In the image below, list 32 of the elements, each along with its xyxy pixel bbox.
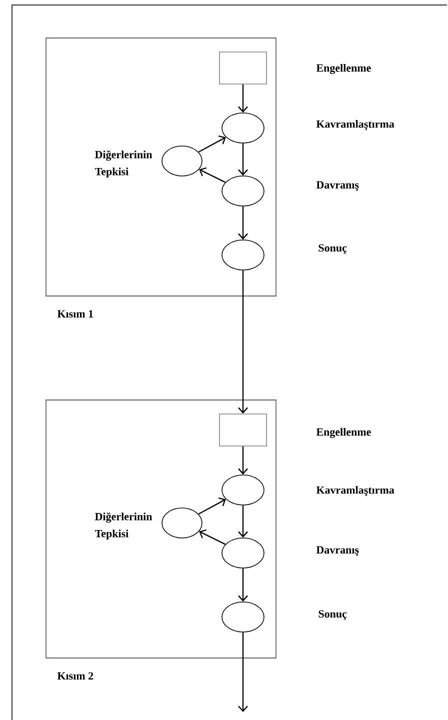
stage-label: Davranış [316, 546, 359, 556]
arrow [238, 206, 248, 240]
stage-label: Engellenme [316, 428, 371, 438]
arrow [238, 568, 248, 602]
stage-label: Davranış [316, 181, 359, 191]
arrow [238, 84, 248, 113]
arrow [199, 167, 226, 183]
arrow [198, 498, 226, 515]
stage-label: Sonuç [318, 244, 347, 254]
arrow [238, 270, 248, 414]
stage-label: Kavramlaştırma [316, 120, 394, 130]
ellipse [222, 112, 264, 144]
ellipse [222, 474, 264, 506]
ellipse [222, 538, 264, 568]
arrow [238, 632, 248, 712]
stage-label: Kavramlaştırma [316, 486, 394, 496]
section-label: Kısım 2 [57, 672, 94, 680]
empty-box [219, 52, 267, 84]
stage-label: Engellenme [316, 64, 371, 74]
arrow [238, 446, 248, 475]
arrow [198, 136, 226, 153]
ellipse [222, 240, 264, 270]
ellipse [222, 602, 264, 632]
stage-label: Sonuç [318, 610, 347, 620]
side-label: Diğerlerinin Tepkisi [94, 150, 152, 178]
ellipse [222, 176, 264, 206]
section-label: Kısım 1 [57, 310, 93, 318]
arrow [238, 143, 248, 176]
empty-box [219, 414, 267, 446]
arrow [238, 505, 248, 538]
side-label: Diğerlerinin Tepkisi [94, 512, 152, 540]
arrow [199, 529, 226, 545]
